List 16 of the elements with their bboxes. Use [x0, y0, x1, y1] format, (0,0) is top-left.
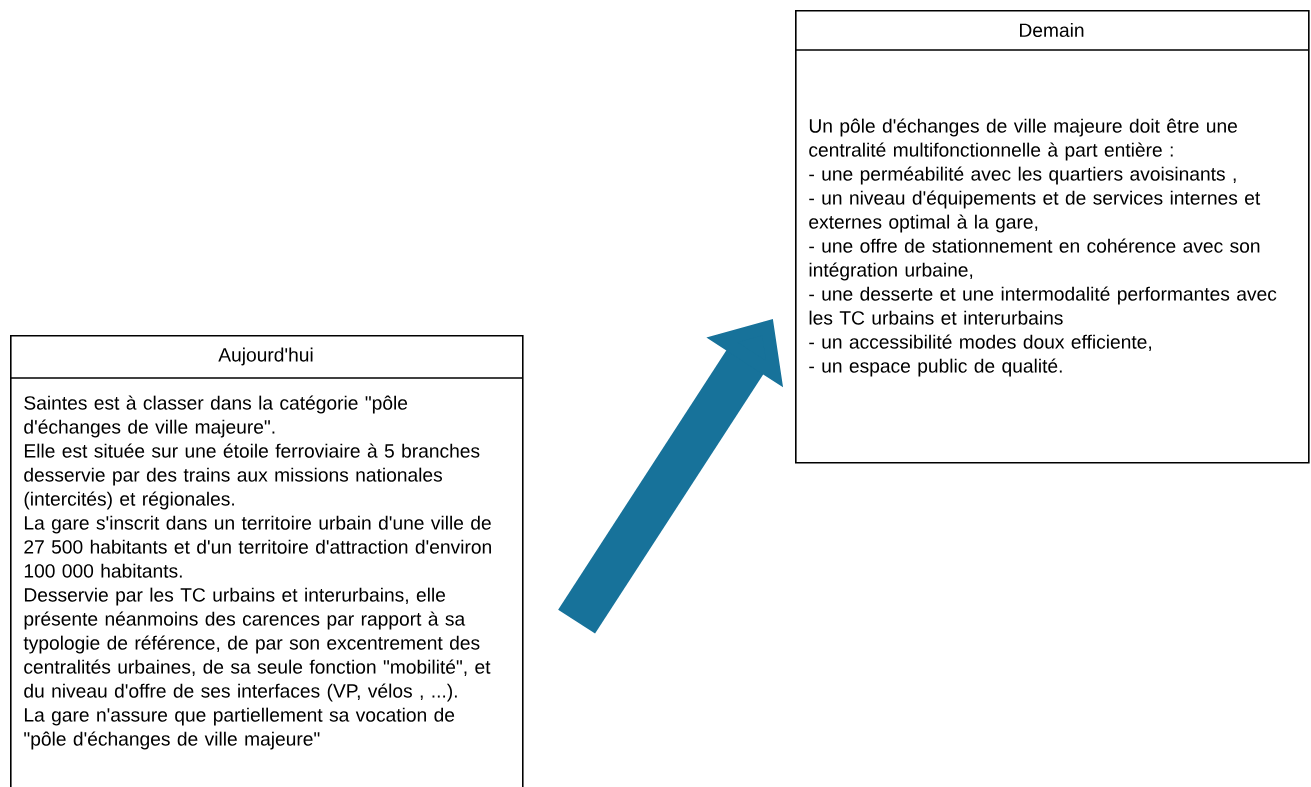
paragraph: Elle est située sur une étoile ferroviaire à 5 branches desservie par des trains aux missions nationales (intercités) et régionales.: [24, 443, 480, 510]
text-box: [9, 335, 524, 787]
paragraph: - un accessibilité modes doux efficiente,: [809, 334, 1151, 351]
paragraph: - un niveau d'équipements et de services internes et externes optimal à la gare,: [809, 190, 1261, 233]
text-box: [794, 10, 1310, 464]
paragraph: Desservie par les TC urbains et interurbains, elle présente néanmoins des carences par rapport à sa typologie de référence, de par son excentrement des centralités urbaines, de sa seule fonction "mobilité", et du niveau d'offre de ses interfaces (VP, vélos , ...).: [23, 587, 491, 702]
paragraph: - une desserte et une intermodalité performantes avec les TC urbains et interurbains: [809, 286, 1277, 325]
paragraph: - une offre de stationnement en cohérence avec son intégration urbaine,: [809, 238, 1260, 281]
paragraph: La gare n'assure que partiellement sa vocation de "pôle d'échanges de ville majeure": [24, 707, 455, 750]
box-heading: Aujourd'hui: [218, 347, 313, 366]
paragraph: Saintes est à classer dans la catégorie "pôle d'échanges de ville majeure".: [24, 395, 408, 438]
box-heading: Demain: [1020, 22, 1084, 38]
paragraph: - un espace public de qualité.: [809, 358, 1062, 377]
paragraph: - une perméabilité avec les quartiers avoisinants ,: [809, 166, 1236, 185]
paragraph: La gare s'inscrit dans un territoire urbain d'une ville de 27 500 habitants et d'un territoire d'attraction d'environ 100 000 habitants.: [24, 515, 491, 578]
paragraph: Un pôle d'échanges de ville majeure doit être une centralité multifonctionnelle à part entière :: [809, 118, 1237, 161]
